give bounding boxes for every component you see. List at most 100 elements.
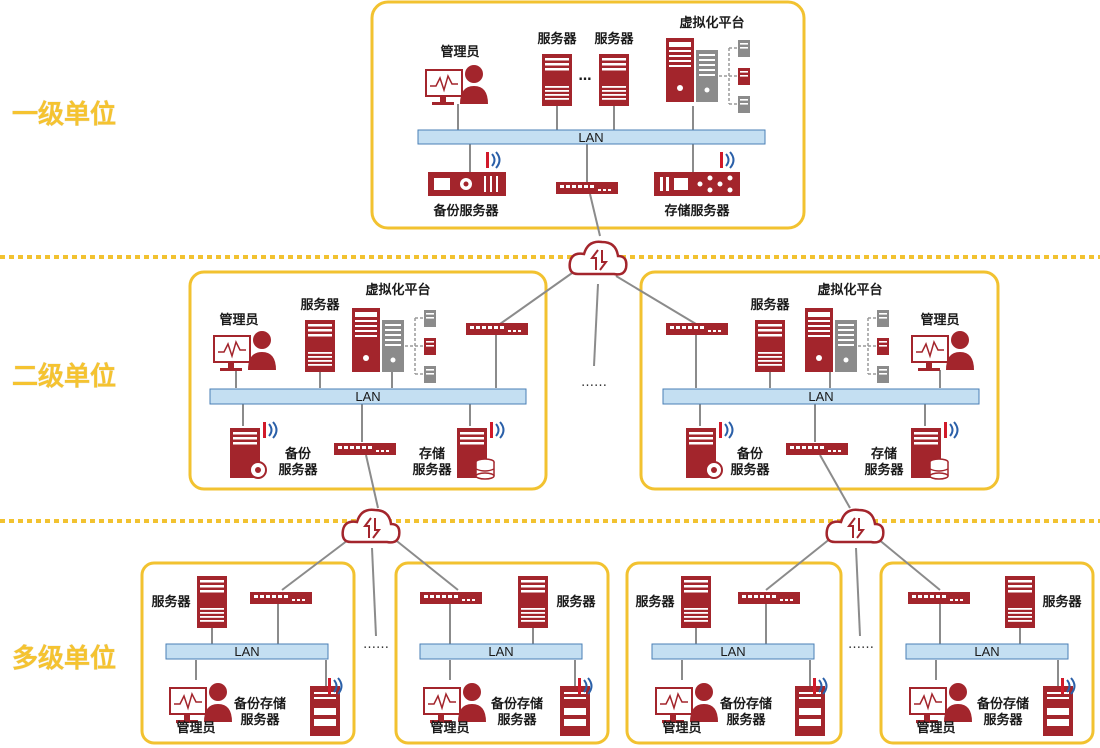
server-label: 服务器 xyxy=(240,712,280,728)
backup-storage-device-icon xyxy=(795,686,825,736)
frame-level3-unit-4 xyxy=(879,561,1095,745)
lan-label-level3-unit4: LAN xyxy=(974,644,999,659)
switch-icon xyxy=(908,592,970,604)
lan-label-level1: LAN xyxy=(578,130,603,145)
server-icon xyxy=(1005,576,1035,628)
tier-label-level2: 二级单位 xyxy=(12,361,116,392)
ellipsis-mark: …… xyxy=(848,637,874,652)
server-label: 服务器 xyxy=(556,594,596,610)
virtualization-platform-icon xyxy=(665,37,751,114)
server-label: 服务器 xyxy=(635,594,675,610)
lan-bar-level1 xyxy=(417,129,766,145)
server-label: 服务器 xyxy=(864,462,904,478)
admin-icon xyxy=(909,682,973,724)
lan-label-level2-right: LAN xyxy=(808,389,833,404)
lan-bar-level2-left xyxy=(209,388,527,405)
lan-bar-level2-right xyxy=(662,388,980,405)
wireless-icon xyxy=(719,151,735,169)
virtualization-platform-label: 虚拟化平台 xyxy=(679,15,744,31)
server-label: 服务器 xyxy=(300,297,340,313)
lan-label-level3-unit1: LAN xyxy=(234,644,259,659)
virtualization-platform-label: 虚拟化平台 xyxy=(365,282,430,298)
admin-icon xyxy=(169,682,233,724)
switch-icon xyxy=(556,182,618,194)
server-label: 服务器 xyxy=(278,462,318,478)
server-label: 服务器 xyxy=(412,462,452,478)
backup-storage-label: 备份存储 xyxy=(976,696,1029,712)
server-label: 服务器 xyxy=(151,594,191,610)
storage-server-icon xyxy=(456,427,495,480)
storage-server-label: 存储服务器 xyxy=(664,203,730,219)
tier-label-level1: 一级单位 xyxy=(12,99,116,130)
virtualization-platform-label: 虚拟化平台 xyxy=(817,282,882,298)
server-label: 服务器 xyxy=(594,31,634,47)
admin-icon xyxy=(425,64,489,106)
backup-server-label: 备份服务器 xyxy=(432,203,499,219)
lan-label-level2-left: LAN xyxy=(355,389,380,404)
lan-bar-level3-unit1 xyxy=(165,643,329,660)
wireless-icon xyxy=(262,421,278,439)
server-icon xyxy=(305,320,335,372)
wireless-icon xyxy=(485,151,501,169)
switch-icon xyxy=(420,592,482,604)
admin-label: 管理员 xyxy=(920,312,959,328)
backup-server-icon xyxy=(685,427,723,479)
switch-icon xyxy=(666,323,728,335)
server-icon xyxy=(681,576,711,628)
admin-label: 管理员 xyxy=(916,720,955,736)
ellipsis-mark: …… xyxy=(363,637,389,652)
frame-level3-unit-1 xyxy=(140,561,356,745)
server-label: 服务器 xyxy=(730,462,770,478)
backup-label: 备份 xyxy=(736,446,764,462)
wireless-icon xyxy=(943,421,959,439)
admin-icon xyxy=(655,682,719,724)
backup-server-icon xyxy=(428,172,506,196)
cloud-router-icon xyxy=(341,508,401,544)
server-label: 服务器 xyxy=(726,712,766,728)
frame-level2-unit-right xyxy=(639,270,1000,491)
lan-bar-level3-unit3 xyxy=(651,643,815,660)
storage-server-icon xyxy=(910,427,949,480)
lan-label-level3-unit3: LAN xyxy=(720,644,745,659)
backup-storage-label: 备份存储 xyxy=(233,696,286,712)
server-label: 服务器 xyxy=(983,712,1023,728)
wireless-icon xyxy=(718,421,734,439)
tier-label-level3: 多级单位 xyxy=(12,643,116,674)
admin-label: 管理员 xyxy=(440,44,479,60)
server-label: 服务器 xyxy=(497,712,537,728)
frame-level2-unit-left xyxy=(188,270,548,491)
storage-label: 存储 xyxy=(419,446,445,462)
switch-icon xyxy=(250,592,312,604)
server-icon xyxy=(518,576,548,628)
cloud-router-icon xyxy=(825,508,885,544)
lan-bar-level3-unit4 xyxy=(905,643,1069,660)
backup-label: 备份 xyxy=(284,446,312,462)
ellipsis-mark: … xyxy=(579,69,592,84)
admin-label: 管理员 xyxy=(662,720,701,736)
admin-icon xyxy=(911,330,975,372)
server-label: 服务器 xyxy=(750,297,790,313)
lan-bar-level3-unit2 xyxy=(419,643,583,660)
backup-storage-label: 备份存储 xyxy=(719,696,772,712)
storage-server-icon xyxy=(654,172,740,196)
server-icon xyxy=(755,320,785,372)
switch-icon xyxy=(466,323,528,335)
backup-storage-label: 备份存储 xyxy=(490,696,543,712)
switch-icon xyxy=(334,443,396,455)
wireless-icon xyxy=(489,421,505,439)
admin-label: 管理员 xyxy=(430,720,469,736)
connection-lines xyxy=(195,104,1059,686)
virtualization-platform-icon xyxy=(804,307,890,384)
lan-label-level3-unit2: LAN xyxy=(488,644,513,659)
switch-icon xyxy=(786,443,848,455)
backup-storage-device-icon xyxy=(310,686,340,736)
frame-level3-unit-3 xyxy=(625,561,843,745)
cloud-router-icon xyxy=(568,240,628,276)
admin-label: 管理员 xyxy=(219,312,258,328)
backup-server-icon xyxy=(229,427,267,479)
backup-storage-device-icon xyxy=(560,686,590,736)
admin-icon xyxy=(423,682,487,724)
storage-label: 存储 xyxy=(871,446,897,462)
server-label: 服务器 xyxy=(1042,594,1082,610)
